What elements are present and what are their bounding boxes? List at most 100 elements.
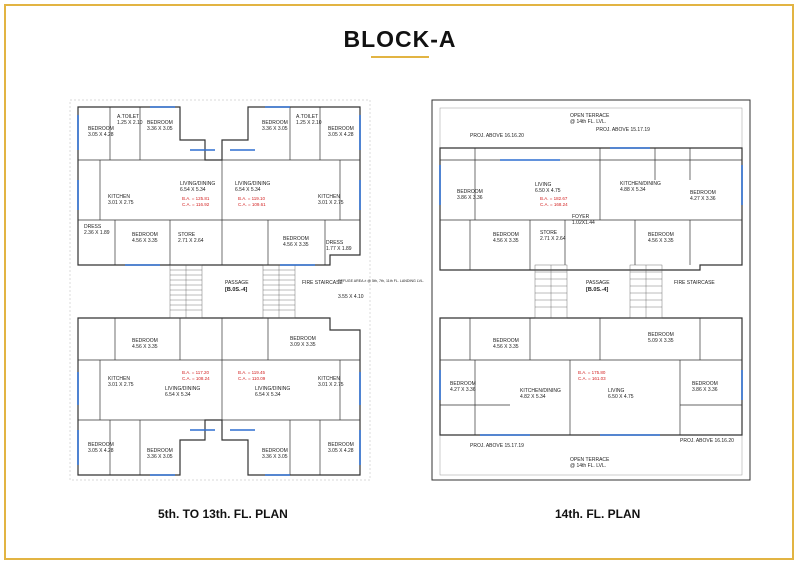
room-label: PROJ. ABOVE 16.16.20 bbox=[470, 133, 524, 139]
plan-left bbox=[69, 99, 371, 481]
room-label: OPEN TERRACE bbox=[570, 457, 610, 463]
room-label: STORE bbox=[178, 232, 196, 238]
room-label: KITCHEN/DINING bbox=[520, 388, 561, 394]
room-dims: 4.56 X 3.35 bbox=[493, 238, 519, 244]
room-dims: 5.09 X 3.35 bbox=[648, 338, 674, 344]
room-label: BEDROOM bbox=[132, 232, 158, 238]
room-dims: 3.05 X 4.28 bbox=[88, 448, 114, 454]
room-dims: 3.01 X 2.75 bbox=[318, 382, 344, 388]
room-label: BEDROOM bbox=[648, 232, 674, 238]
room-label: BEDROOM bbox=[88, 442, 114, 448]
room-dims: 3.01 X 2.75 bbox=[318, 200, 344, 206]
room-dims: 3.36 X 3.05 bbox=[147, 126, 173, 132]
room-dims: 6.54 X 5.34 bbox=[165, 392, 191, 398]
room-label: BEDROOM bbox=[692, 381, 718, 387]
room-dims: 1.77 X 1.89 bbox=[326, 246, 352, 252]
room-label: LIVING bbox=[608, 388, 625, 394]
room-label: BEDROOM bbox=[88, 126, 114, 132]
room-dims: 4.56 X 3.35 bbox=[132, 238, 158, 244]
room-dims: 3.36 X 3.05 bbox=[262, 126, 288, 132]
plan-caption-left: 5th. TO 13th. FL. PLAN bbox=[158, 507, 288, 521]
room-label: KITCHEN bbox=[108, 194, 130, 200]
room-label: BEDROOM bbox=[147, 120, 173, 126]
room-label: LIVING/DINING bbox=[235, 181, 270, 187]
room-dims: 1.25 X 2.10 bbox=[296, 120, 322, 126]
room-dims: 3.05 X 4.28 bbox=[328, 132, 354, 138]
room-label: A.TOILET bbox=[117, 114, 139, 120]
area-label: C.A. = 161.03 bbox=[578, 376, 606, 381]
room-label: BEDROOM bbox=[328, 442, 354, 448]
room-dims: 2.71 X 2.64 bbox=[178, 238, 204, 244]
room-label: KITCHEN bbox=[318, 376, 340, 382]
room-label: PASSAGE bbox=[225, 280, 249, 286]
room-dims: 4.82 X 5.34 bbox=[520, 394, 546, 400]
room-dims: 3.86 X 3.36 bbox=[692, 387, 718, 393]
room-dims: [B.0S.-4] bbox=[586, 287, 608, 293]
room-dims: 4.56 X 3.35 bbox=[283, 242, 309, 248]
area-label: B.A. = 117.20 bbox=[182, 370, 210, 375]
room-label: BEDROOM bbox=[328, 126, 354, 132]
room-label: BEDROOM bbox=[262, 448, 288, 454]
room-label: LIVING/DINING bbox=[165, 386, 200, 392]
room-label: LIVING/DINING bbox=[180, 181, 215, 187]
room-label: BEDROOM bbox=[493, 232, 519, 238]
plan-left-labels: BEDROOM 3.05 X 4.28 A.TOILET 1.25 X 2.10… bbox=[84, 114, 424, 460]
room-label: KITCHEN/DINING bbox=[620, 181, 661, 187]
area-label: B.A. = 119.10 bbox=[238, 196, 266, 201]
room-dims: 4.56 X 3.35 bbox=[648, 238, 674, 244]
room-dims: 3.01 X 2.75 bbox=[108, 382, 134, 388]
room-label: KITCHEN bbox=[318, 194, 340, 200]
room-label: PASSAGE bbox=[586, 280, 610, 286]
room-label: PROJ. ABOVE 15.17.19 bbox=[470, 443, 524, 449]
room-dims: 3.36 X 3.05 bbox=[262, 454, 288, 460]
room-dims: 3.36 X 3.05 bbox=[147, 454, 173, 460]
area-label: B.A. = 175.80 bbox=[578, 370, 606, 375]
room-dims: 4.27 X 3.36 bbox=[450, 387, 476, 393]
room-dims: 6.50 X 4.75 bbox=[608, 394, 634, 400]
plan-caption-right: 14th. FL. PLAN bbox=[555, 507, 641, 521]
room-label: DRESS bbox=[84, 224, 102, 230]
room-dims: [B.0S.-4] bbox=[225, 287, 247, 293]
room-dims: 3.05 X 4.28 bbox=[328, 448, 354, 454]
title-underline bbox=[371, 56, 429, 58]
room-label: BEDROOM bbox=[648, 332, 674, 338]
room-label: STORE bbox=[540, 230, 558, 236]
room-label: BEDROOM bbox=[493, 338, 519, 344]
room-dims: 4.56 X 3.35 bbox=[132, 344, 158, 350]
room-label: BEDROOM bbox=[262, 120, 288, 126]
area-label: C.A. = 108.24 bbox=[182, 376, 210, 381]
room-label: A.TOILET bbox=[296, 114, 318, 120]
room-dims: 4.56 X 3.35 bbox=[493, 344, 519, 350]
room-dims: 4.27 X 3.36 bbox=[690, 196, 716, 202]
room-label: BEDROOM bbox=[690, 190, 716, 196]
room-dims: 2.71 X 2.64 bbox=[540, 236, 566, 242]
room-dims: @ 14th FL. LVL. bbox=[570, 119, 606, 125]
room-dims: 1.02X1.44 bbox=[572, 220, 595, 226]
room-dims: 3.55 X 4.10 bbox=[338, 294, 364, 300]
room-label: BEDROOM bbox=[450, 381, 476, 387]
room-label: BEDROOM bbox=[147, 448, 173, 454]
area-label: C.A. = 110.09 bbox=[238, 376, 266, 381]
room-label: BEDROOM bbox=[290, 336, 316, 342]
area-label: C.A. = 109.61 bbox=[238, 202, 266, 207]
room-label: LIVING bbox=[535, 182, 552, 188]
room-dims: 4.88 X 5.34 bbox=[620, 187, 646, 193]
room-dims: 3.05 X 4.28 bbox=[88, 132, 114, 138]
room-dims: @ 14th FL. LVL. bbox=[570, 463, 606, 469]
room-dims: 3.01 X 2.75 bbox=[108, 200, 134, 206]
page-title: BLOCK-A bbox=[343, 26, 457, 52]
room-dims: 6.54 X 5.34 bbox=[235, 187, 261, 193]
room-dims: 1.25 X 2.10 bbox=[117, 120, 143, 126]
room-label: BEDROOM bbox=[283, 236, 309, 242]
room-label: PROJ. ABOVE 15.17.19 bbox=[596, 127, 650, 133]
room-label: BEDROOM bbox=[132, 338, 158, 344]
plan-right bbox=[431, 99, 751, 481]
room-label: OPEN TERRACE bbox=[570, 113, 610, 119]
room-label: PROJ. ABOVE 16.16.20 bbox=[680, 438, 734, 444]
page-border bbox=[4, 4, 794, 560]
area-label: C.A. = 116.92 bbox=[182, 202, 210, 207]
room-label: FOYER bbox=[572, 214, 590, 220]
room-label: DRESS bbox=[326, 240, 344, 246]
area-label: C.A. = 168.24 bbox=[540, 202, 568, 207]
